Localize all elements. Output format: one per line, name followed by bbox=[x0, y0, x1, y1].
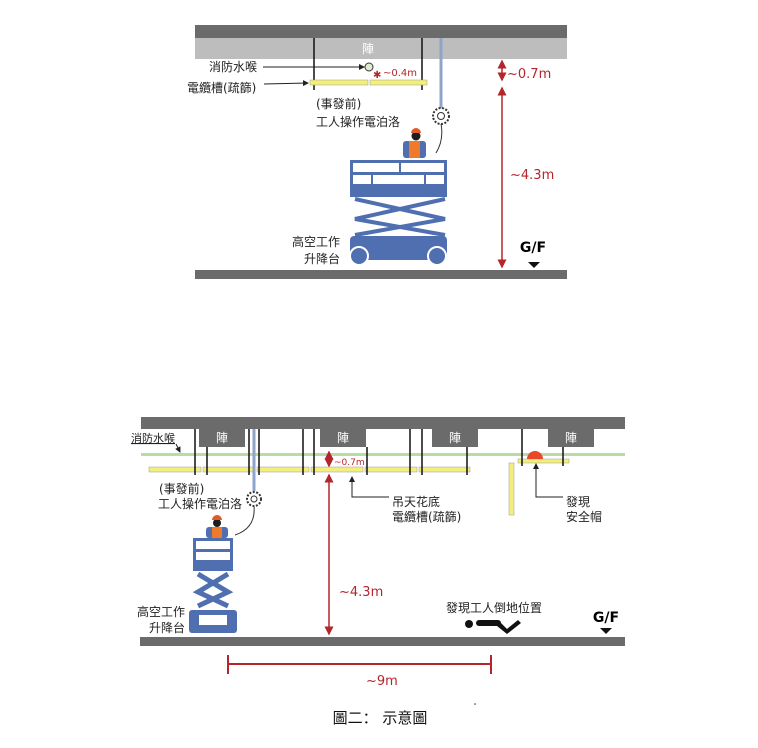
floor-marker-icon bbox=[600, 628, 612, 634]
dim-small: ~0.4m bbox=[383, 68, 417, 79]
before-label-1: (事發前) bbox=[159, 481, 204, 496]
scissor-lift-icon bbox=[349, 160, 447, 266]
lift-label-1: 高空工作 bbox=[292, 234, 340, 249]
floor-marker-icon bbox=[528, 262, 540, 268]
chain-block-icon bbox=[432, 107, 450, 154]
ceiling-slab bbox=[195, 25, 567, 38]
beam-label: 陣 bbox=[362, 42, 374, 56]
floor-label: G/F bbox=[593, 610, 619, 626]
dim-distance: ~9m bbox=[366, 674, 398, 689]
cable-tray bbox=[309, 79, 369, 86]
dim-gap: ~0.7m bbox=[507, 67, 551, 82]
figure-caption: 圖二： 示意圖 bbox=[333, 709, 428, 727]
beam-label: 陣 bbox=[216, 431, 228, 445]
ceiling-slab bbox=[141, 417, 625, 429]
leader-arrow bbox=[533, 463, 563, 498]
beam-label: 陣 bbox=[337, 431, 349, 445]
beam-band bbox=[195, 38, 567, 59]
beam-label: 陣 bbox=[565, 431, 577, 445]
floor-slab bbox=[195, 270, 567, 279]
fire-hose-label: 消防水喉 bbox=[131, 431, 175, 445]
cable-tray bbox=[369, 79, 428, 86]
beam bbox=[199, 429, 245, 447]
lift-label-1: 高空工作 bbox=[137, 604, 185, 619]
floor-label: G/F bbox=[520, 240, 546, 256]
top-diagram: 陣 ✱ ~0.4m 消防水喉 電纜槽(疏篩) ~0.7m ~4.3m (事發前)… bbox=[187, 25, 567, 279]
helmet-label-1: 發現 bbox=[566, 494, 590, 509]
cable-tray-label: 電纜槽(疏篩) bbox=[187, 80, 256, 95]
before-label-1: (事發前) bbox=[316, 96, 361, 111]
lift-label-2: 升降台 bbox=[304, 251, 340, 266]
before-label-2: 工人操作電泊洛 bbox=[316, 114, 400, 129]
worker-icon bbox=[206, 515, 228, 538]
lift-label-2: 升降台 bbox=[149, 620, 185, 635]
beam bbox=[320, 429, 366, 447]
tray-label-2: 電纜槽(疏篩) bbox=[392, 509, 461, 524]
helmet-icon bbox=[527, 451, 543, 459]
worker-icon bbox=[403, 128, 426, 158]
hanger-rods bbox=[194, 429, 564, 475]
dim-gap: ~0.7m bbox=[334, 458, 365, 468]
leader-arrow bbox=[175, 443, 181, 453]
before-label-2: 工人操作電泊洛 bbox=[158, 496, 242, 511]
leader-arrow bbox=[349, 476, 389, 498]
fallen-worker-label: 發現工人倒地位置 bbox=[446, 600, 542, 615]
fire-hose-label: 消防水喉 bbox=[209, 59, 257, 74]
tray-label-1: 吊天花底 bbox=[392, 494, 440, 509]
star-marker: ✱ bbox=[373, 70, 381, 81]
dim-height: ~4.3m bbox=[510, 168, 554, 183]
chain-block-icon bbox=[234, 491, 262, 536]
floor-slab bbox=[140, 637, 625, 646]
dim-height: ~4.3m bbox=[339, 585, 383, 600]
fire-hose-pipe bbox=[141, 453, 625, 456]
distance-dimension bbox=[227, 655, 492, 674]
cable-tray-row bbox=[148, 458, 570, 516]
beam bbox=[548, 429, 594, 447]
beam bbox=[432, 429, 478, 447]
leader-arrow bbox=[263, 80, 309, 87]
fallen-worker-icon bbox=[465, 620, 521, 634]
bottom-diagram: 陣 陣 陣 陣 消防水喉 (事發前) 工人操作電泊洛 bbox=[131, 417, 625, 689]
fire-hose-pipe bbox=[364, 62, 374, 72]
beam-label: 陣 bbox=[449, 431, 461, 445]
scissor-lift-icon bbox=[189, 538, 237, 633]
helmet-label-2: 安全帽 bbox=[566, 509, 602, 524]
stray-dot bbox=[474, 703, 476, 705]
